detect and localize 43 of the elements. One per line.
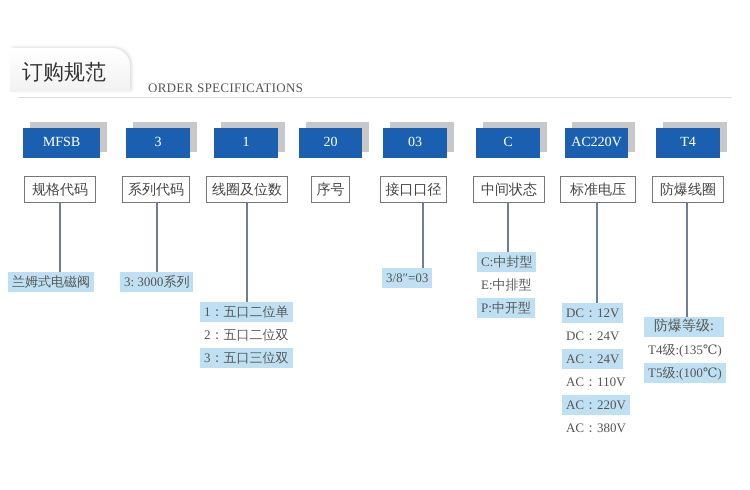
field-label-box: 接口口径 bbox=[380, 176, 447, 203]
option-text: 3：五口三位双 bbox=[200, 348, 292, 368]
connector-line bbox=[156, 203, 158, 272]
field-label-box: 标准电压 bbox=[560, 176, 636, 203]
connector-line bbox=[246, 203, 248, 302]
option-text: 1：五口二位单 bbox=[200, 302, 292, 322]
code-box: AC220V bbox=[565, 128, 628, 158]
field-label-box: 规格代码 bbox=[24, 176, 96, 203]
code-box: 03 bbox=[383, 128, 447, 158]
option-text: 兰姆式电磁阀 bbox=[8, 272, 94, 292]
option-text: E:中排型 bbox=[480, 276, 533, 294]
field-label-box: 序号 bbox=[311, 176, 350, 203]
option-text: AC：24V bbox=[562, 349, 624, 369]
connector-line bbox=[59, 203, 61, 272]
code-box: T4 bbox=[656, 128, 720, 158]
code-box: 20 bbox=[299, 128, 362, 158]
code-box: MFSB bbox=[23, 128, 100, 158]
option-text: C:中封型 bbox=[477, 252, 536, 272]
code-box: 1 bbox=[214, 128, 278, 158]
option-text: AC：110V bbox=[565, 373, 626, 391]
option-text: P:中开型 bbox=[477, 298, 535, 318]
field-label-box: 防爆线圈 bbox=[652, 176, 724, 203]
code-box: 3 bbox=[126, 128, 190, 158]
field-label-box: 系列代码 bbox=[122, 176, 190, 203]
code-box: C bbox=[476, 128, 540, 158]
option-text: AC：380V bbox=[565, 419, 627, 437]
option-text: AC：220V bbox=[562, 395, 630, 415]
connector-line bbox=[422, 203, 424, 268]
option-text: 2：五口二位双 bbox=[203, 326, 290, 344]
option-text: 防爆等级: bbox=[644, 317, 724, 337]
connector-line bbox=[596, 203, 598, 303]
option-text: DC：24V bbox=[565, 327, 620, 345]
connector-line bbox=[686, 203, 688, 317]
option-text: DC：12V bbox=[562, 303, 624, 323]
option-text: 3/8″=03 bbox=[382, 268, 432, 288]
title: 订购规范 bbox=[22, 59, 106, 86]
connector-line bbox=[507, 203, 509, 252]
option-text: T5级:(100℃) bbox=[644, 363, 726, 383]
field-label-box: 中间状态 bbox=[473, 176, 545, 203]
subtitle: ORDER SPECIFICATIONS bbox=[148, 80, 304, 96]
option-text: T4级:(135℃) bbox=[647, 341, 723, 359]
field-label-box: 线圈及位数 bbox=[206, 176, 288, 203]
option-text: 3: 3000系列 bbox=[120, 272, 194, 292]
